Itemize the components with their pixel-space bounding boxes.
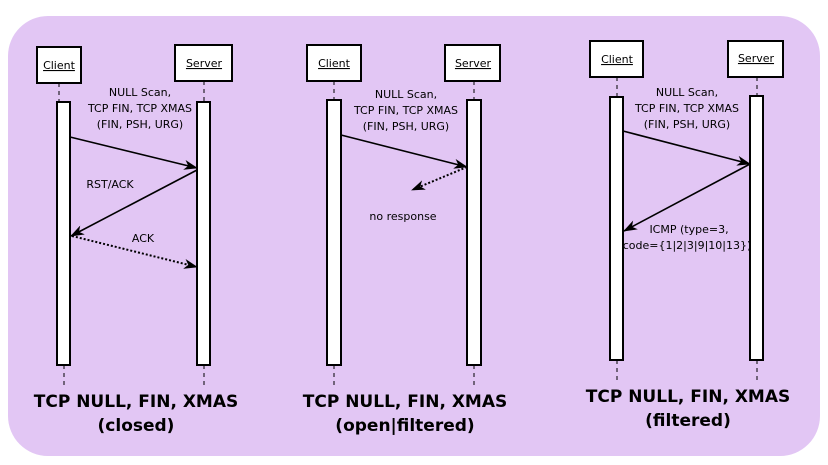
panel-open-filtered: Client Server NULL Scan, TCP FIN, TCP XM…	[303, 44, 508, 436]
client-box	[589, 40, 644, 78]
icmp-arrow	[623, 163, 751, 232]
client-lifeline	[56, 101, 71, 366]
client-lifeline	[609, 96, 624, 361]
no-response-label: no response	[369, 210, 436, 223]
client-label: Client	[601, 53, 634, 66]
request-arrow	[69, 136, 198, 170]
no-response-arrow	[411, 166, 468, 191]
server-lifeline	[196, 101, 211, 366]
client-box	[306, 44, 362, 82]
server-label: Server	[455, 57, 492, 70]
request-arrow	[622, 130, 751, 166]
server-lifeline	[749, 95, 764, 361]
panel-subtitle: (open|filtered)	[335, 416, 474, 436]
client-box	[36, 46, 82, 84]
icmp-label-2: code={1|2|3|9|10|13})	[623, 239, 752, 252]
server-label: Server	[186, 57, 223, 70]
client-label: Client	[43, 59, 76, 72]
request-label-3: (FIN, PSH, URG)	[644, 118, 730, 131]
client-lifeline	[326, 99, 342, 366]
server-box	[174, 44, 233, 82]
request-label-1: NULL Scan,	[109, 86, 171, 99]
request-label-2: TCP FIN, TCP XMAS	[353, 104, 458, 117]
request-label-1: NULL Scan,	[375, 88, 437, 101]
request-label-3: (FIN, PSH, URG)	[363, 120, 449, 133]
ack-label: ACK	[132, 232, 155, 245]
request-label-2: TCP FIN, TCP XMAS	[87, 102, 192, 115]
panel-title: TCP NULL, FIN, XMAS	[303, 392, 508, 412]
client-label: Client	[318, 57, 351, 70]
panel-title: TCP NULL, FIN, XMAS	[586, 387, 791, 407]
server-box	[727, 40, 784, 78]
request-arrow	[340, 134, 468, 169]
rst-ack-arrow	[70, 169, 198, 237]
request-label-2: TCP FIN, TCP XMAS	[634, 102, 739, 115]
ack-arrow	[71, 235, 198, 269]
server-box	[444, 44, 501, 82]
panel-closed: Client Server NULL Scan, TCP FIN, TCP XM…	[34, 44, 239, 436]
request-label-1: NULL Scan,	[656, 86, 718, 99]
panel-subtitle: (filtered)	[645, 411, 731, 431]
server-label: Server	[738, 52, 775, 65]
icmp-label-1: ICMP (type=3,	[649, 223, 728, 236]
panel-title: TCP NULL, FIN, XMAS	[34, 392, 239, 412]
panel-filtered: Client Server NULL Scan, TCP FIN, TCP XM…	[586, 40, 791, 431]
server-lifeline	[466, 99, 482, 366]
request-label-3: (FIN, PSH, URG)	[97, 118, 183, 131]
rst-ack-label: RST/ACK	[86, 178, 134, 191]
panel-subtitle: (closed)	[98, 416, 175, 436]
